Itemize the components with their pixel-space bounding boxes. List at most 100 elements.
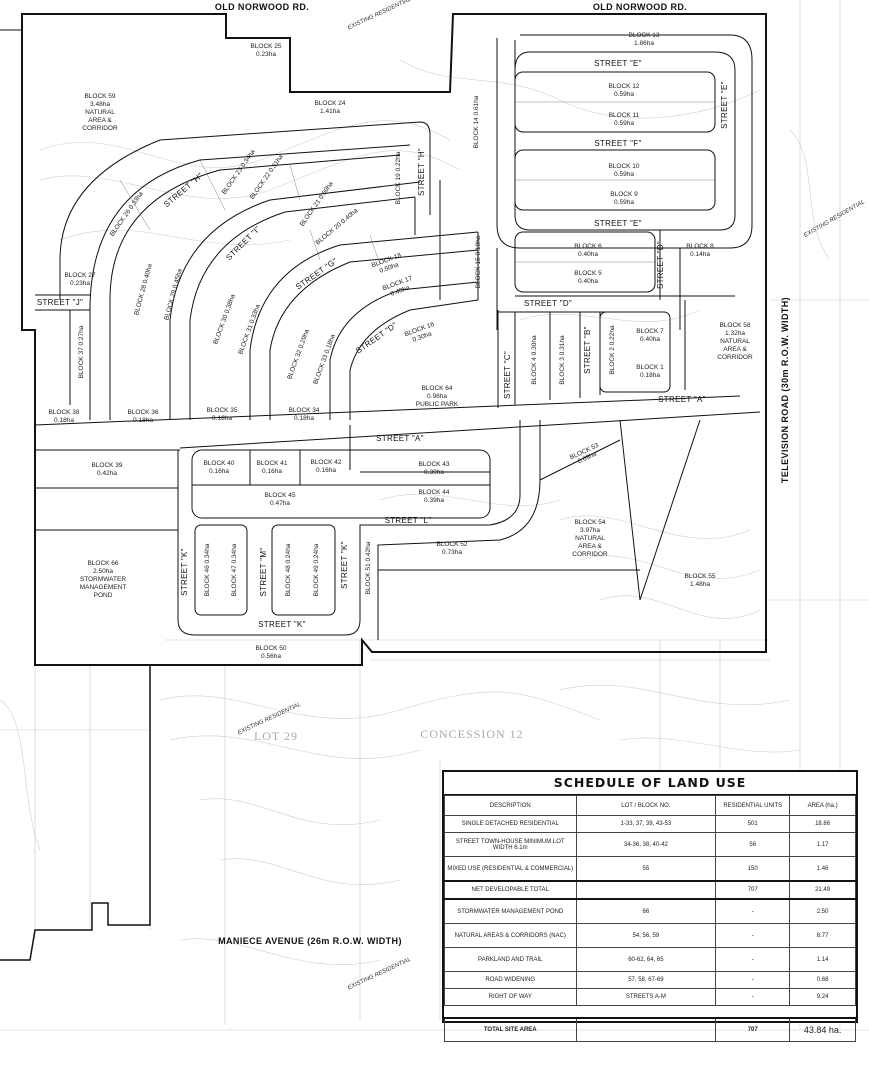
total-area-cell: 43.84 ha. (789, 1017, 856, 1042)
table-cell: NATURAL AREAS & CORRIDORS (NAC) (444, 923, 577, 948)
block-label: BLOCK 4 0.30ha (531, 335, 538, 385)
street-d-label: STREET "D" (524, 299, 572, 308)
block-label: BLOCK 20 0.40ha (315, 207, 360, 247)
street-k-label: STREET "K" (258, 620, 306, 629)
existing-residential-label: EXISTING RESIDENTIAL (347, 0, 412, 31)
street-h-label: STREET "H" (162, 171, 205, 209)
block-label: BLOCK 30 0.38ha (212, 293, 237, 345)
table-cell: MIXED USE (RESIDENTIAL & COMMERCIAL) (444, 856, 577, 882)
table-row: STORMWATER MANAGEMENT POND 66 - 2.50 (444, 898, 856, 924)
street-d-label: STREET "D" (656, 241, 665, 289)
table-cell: 150 (715, 856, 791, 882)
table-cell: 707 (715, 1017, 791, 1042)
block-label: BLOCK 2 0.22ha (609, 325, 616, 375)
block-label: BLOCK 19 0.22ha (395, 151, 402, 204)
block-label: BLOCK 15 0.18ha (475, 235, 482, 288)
table-cell: - (715, 971, 791, 989)
table-cell: 60-62, 64, 65 (575, 947, 717, 972)
street-i-label: STREET "I" (224, 224, 262, 262)
street-f-label: STREET "F" (594, 139, 641, 148)
table-cell: NET DEVELOPABLE TOTAL (444, 880, 577, 900)
contour-lines (0, 59, 831, 965)
col-header: LOT / BLOCK NO. (575, 795, 717, 816)
block-label: BLOCK 51 0.42ha (365, 541, 372, 594)
street-e-label: STREET "E" (720, 81, 729, 129)
col-header: RESIDENTIAL UNITS (715, 795, 791, 816)
col-header: DESCRIPTION (444, 795, 577, 816)
adjacent-lot-lines (0, 0, 869, 1031)
table-row: MIXED USE (RESIDENTIAL & COMMERCIAL) 55 … (444, 856, 856, 882)
schedule-title: SCHEDULE OF LAND USE (444, 772, 856, 795)
table-cell: RIGHT OF WAY (444, 988, 577, 1006)
table-cell: - (715, 988, 791, 1006)
table-cell: PARKLAND AND TRAIL (444, 947, 577, 972)
table-row: SINGLE DETACHED RESIDENTIAL 1-33, 37, 39… (444, 815, 856, 833)
table-row: RIGHT OF WAY STREETS A-M - 9.24 (444, 988, 856, 1006)
land-use-schedule: SCHEDULE OF LAND USE DESCRIPTION LOT / B… (442, 770, 858, 1042)
concession-label: CONCESSION 12 (420, 727, 523, 741)
street-e-label: STREET "E" (594, 59, 642, 68)
block-label: BLOCK 31 0.33ha (237, 303, 262, 355)
table-cell: 8.77 (789, 923, 856, 948)
table-cell: 9.24 (789, 988, 856, 1006)
table-cell: 501 (715, 815, 791, 833)
road-label-old-norwood-east: OLD NORWOOD RD. (593, 2, 687, 12)
street-a-label: STREET "A" (658, 395, 706, 404)
block-label: BLOCK 3 0.31ha (559, 335, 566, 385)
table-cell: STREET TOWN-HOUSE MINIMUM LOT WIDTH 6.1m (444, 832, 577, 857)
table-row: NATURAL AREAS & CORRIDORS (NAC) 54, 56, … (444, 923, 856, 948)
lot-label: LOT 29 (254, 729, 298, 743)
lot-lines (119, 101, 715, 266)
site-boundary (21, 13, 767, 666)
table-cell: 0.68 (789, 971, 856, 989)
block-label: BLOCK 47 0.34ha (231, 543, 238, 596)
table-cell: 1.17 (789, 832, 856, 857)
street-g-label: STREET "G" (294, 256, 339, 291)
block-label: BLOCK 37 0.27ha (78, 325, 85, 378)
street-labels: STREET "E" STREET "F" STREET "E" STREET … (37, 59, 729, 629)
table-row: NET DEVELOPABLE TOTAL 707 21.49 (444, 880, 856, 900)
street-k-label: STREET "K" (180, 548, 189, 596)
schedule-table: DESCRIPTION LOT / BLOCK NO. RESIDENTIAL … (444, 795, 856, 1042)
block-label: BLOCK 48 0.24ha (285, 543, 292, 596)
block-label: BLOCK 530.09ha (569, 442, 603, 468)
street-h-label: STREET "H" (417, 148, 426, 196)
block-label: BLOCK 160.30ha (404, 321, 439, 346)
existing-residential-label: EXISTING RESIDENTIAL (347, 957, 412, 992)
block-label: BLOCK 21 0.60ha (299, 180, 335, 228)
table-cell (575, 880, 717, 900)
table-cell: 54, 56, 59 (575, 923, 717, 948)
street-a-label: STREET "A" (376, 434, 424, 443)
table-row: ROAD WIDENING 57, 58, 67-69 - 0.68 (444, 971, 856, 989)
table-cell: 18.86 (789, 815, 856, 833)
block-label: BLOCK 170.40ha (382, 275, 417, 300)
